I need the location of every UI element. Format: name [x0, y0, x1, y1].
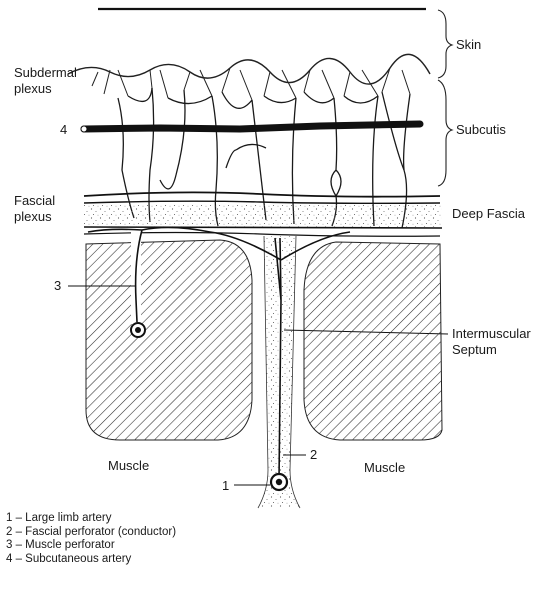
callout-1: 1 [222, 478, 229, 493]
subdermal-plexus-line [68, 54, 430, 84]
subcutis-label: Subcutis [456, 122, 506, 137]
callout-2: 2 [310, 447, 317, 462]
deep-fascia-label: Deep Fascia [452, 206, 526, 221]
subdermal-plexus-branches [92, 68, 410, 100]
legend-item-1: 1 – Large limb artery [6, 512, 176, 526]
deep-fascia-band [84, 205, 442, 227]
large-limb-artery-lumen [276, 479, 282, 485]
subcutis-bracket [438, 80, 452, 186]
fascial-plexus-label-2: plexus [14, 209, 52, 224]
legend-item-2: 2 – Fascial perforator (conductor) [6, 526, 176, 540]
intermuscular-label-1: Intermuscular [452, 326, 531, 341]
subcutaneous-artery-lumen [81, 126, 87, 132]
subcutaneous-artery [84, 124, 420, 129]
skin-bracket [438, 10, 452, 78]
skin-label: Skin [456, 37, 481, 52]
legend-item-3: 3 – Muscle perforator [6, 539, 176, 553]
left-muscle [86, 240, 252, 440]
right-muscle [304, 242, 442, 440]
muscle-left-label: Muscle [108, 458, 149, 473]
subdermal-plexus-label-2: plexus [14, 81, 52, 96]
fascial-plexus-line-top [84, 192, 440, 196]
legend-item-4: 4 – Subcutaneous artery [6, 553, 176, 567]
subdermal-plexus-label-1: Subdermal [14, 65, 77, 80]
legend: 1 – Large limb artery 2 – Fascial perfor… [6, 512, 176, 566]
intermuscular-label-2: Septum [452, 342, 497, 357]
callout-4: 4 [60, 122, 67, 137]
callout-3: 3 [54, 278, 61, 293]
muscle-right-label: Muscle [364, 460, 405, 475]
deep-fascia-bottom-line [84, 227, 442, 228]
fascial-plexus-line-mid [84, 201, 440, 203]
fascial-plexus-label-1: Fascial [14, 193, 55, 208]
muscle-perforator-vessel-lumen [135, 327, 141, 333]
